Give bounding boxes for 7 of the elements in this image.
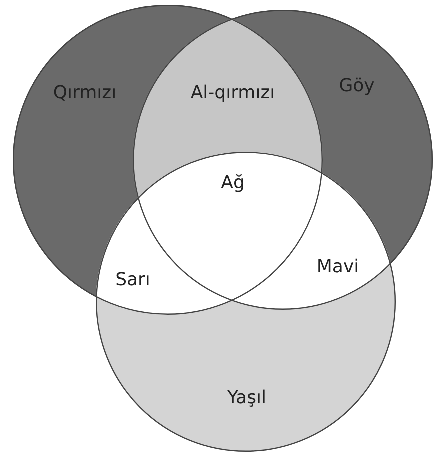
region-label: Sarı [116,270,150,290]
circle-label: Yaşıl [228,388,266,408]
region-label: Mavi [316,256,360,278]
region-label: Al-qırmızı [190,82,276,104]
circle-label: Göy [339,76,375,96]
circle-label: Qırmızı [53,82,117,104]
region-label: Ağ [221,172,245,194]
